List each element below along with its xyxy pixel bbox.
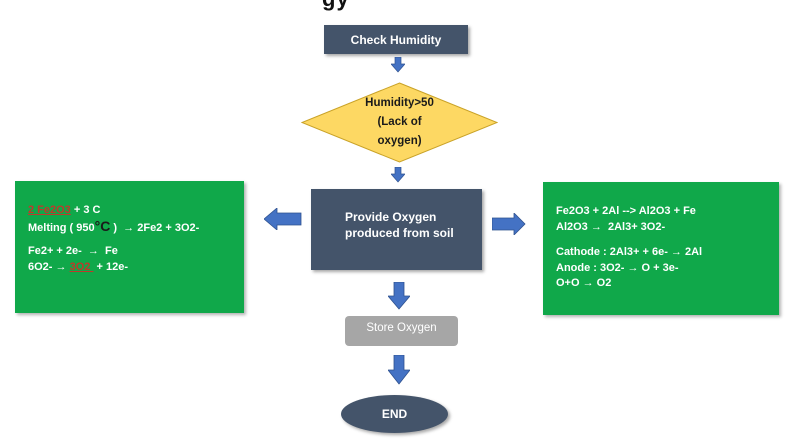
left-line-4: 6O2- → 3O2 + 12e-: [28, 260, 199, 276]
left-line-4-prefix: 6O2- →: [28, 260, 70, 273]
fe2o3-highlight: 2 Fe2O3: [28, 204, 71, 216]
check-humidity-node: Check Humidity: [324, 25, 468, 54]
check-humidity-label: Check Humidity: [350, 32, 442, 47]
left-line-4-suffix: + 12e-: [93, 260, 128, 273]
right-line-5: O+O → O2: [556, 277, 612, 289]
title-fragment: gy: [322, 0, 350, 12]
end-label: END: [381, 407, 408, 421]
left-line-1: 2 Fe2O3 + 3 C: [28, 203, 199, 219]
provide-oxygen-node: Provide Oxygen produced from soil: [311, 189, 482, 270]
left-line-3: Fe2+ + 2e- → Fe: [28, 245, 118, 257]
humidity-decision-node: Humidity>50 (Lack of oxygen): [301, 82, 498, 163]
right-line-2: Al2O3 → 2Al3+ 3O2-: [556, 220, 666, 233]
left-arrow-icon: [264, 208, 302, 230]
down-arrow-icon: [388, 355, 410, 385]
left-line-2-prefix: Melting ( 950: [28, 221, 95, 234]
right-line-3: Cathode : 2Al3+ + 6e- → 2Al: [556, 246, 703, 258]
left-line-1-rest: + 3 C: [70, 204, 101, 216]
store-oxygen-label: Store Oxygen: [366, 322, 437, 334]
decision-line-2: (Lack of: [377, 116, 422, 128]
decision-line-1: Humidity>50: [365, 97, 434, 109]
decision-diamond-shape: [301, 82, 498, 163]
provide-line-1: Provide Oxygen: [345, 210, 437, 224]
aluminium-reaction-box: Fe2O3 + 2Al --> Al2O3 + Fe Al2O3 → 2Al3+…: [543, 182, 779, 315]
provide-line-2: produced from soil: [345, 226, 454, 240]
store-oxygen-node: Store Oxygen: [345, 316, 458, 346]
left-line-2: Melting ( 950°C ) → 2Fe2 + 3O2-: [28, 217, 200, 235]
iron-reaction-box: 2 Fe2O3 + 3 C Melting ( 950°C ) → 2Fe2 +…: [15, 181, 244, 313]
down-arrow-icon: [388, 282, 410, 310]
end-node: END: [341, 395, 448, 433]
decision-line-3: oxygen): [377, 135, 422, 147]
right-line-4: Anode : 3O2- → O + 3e-: [556, 261, 679, 274]
right-line-1: Fe2O3 + 2Al --> Al2O3 + Fe: [556, 205, 696, 217]
left-line-2-suffix: ) → 2Fe2 + 3O2-: [110, 221, 200, 234]
o2-highlight: 3O2: [69, 260, 94, 273]
degree-celsius: °C: [94, 217, 111, 234]
down-arrow-icon: [391, 57, 405, 73]
down-arrow-icon: [391, 167, 405, 183]
right-arrow-icon: [492, 213, 526, 235]
